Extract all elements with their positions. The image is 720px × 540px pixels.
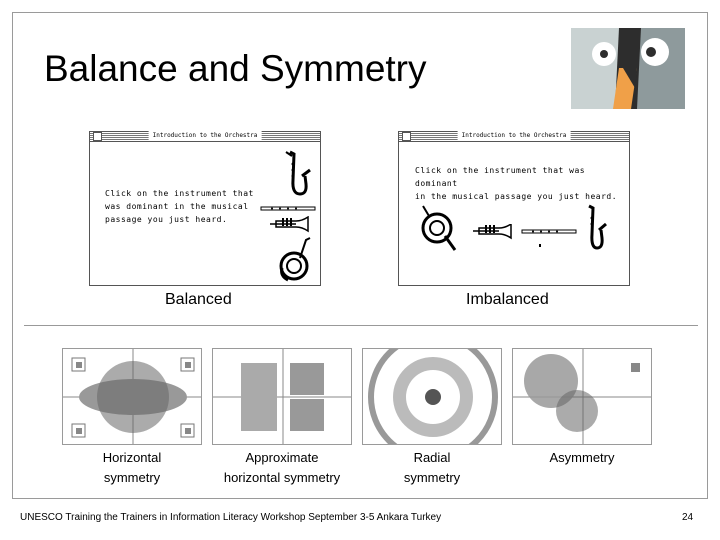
slide-title: Balance and Symmetry bbox=[44, 48, 427, 89]
panel-label-line: symmetry bbox=[403, 470, 461, 485]
window-close-box[interactable] bbox=[402, 132, 411, 141]
flute-icon[interactable] bbox=[521, 227, 577, 235]
panel-label: Approximate horizontal symmetry bbox=[207, 448, 357, 488]
flute-icon[interactable] bbox=[260, 204, 316, 212]
instruction-line: in the musical passage you just heard. bbox=[415, 192, 618, 201]
panel-label-line: Radial bbox=[413, 450, 451, 465]
panel-label-line: symmetry bbox=[103, 470, 161, 485]
trumpet-icon[interactable] bbox=[471, 224, 513, 240]
approximate-symmetry-panel bbox=[212, 348, 352, 445]
instruction-line: Click on the instrument that was dominan… bbox=[415, 166, 586, 188]
instruction-line: was dominant in the musical bbox=[105, 202, 249, 211]
window-titlebar: Introduction to the Orchestra bbox=[90, 131, 320, 142]
instruction-text: Click on the instrument that was dominan… bbox=[105, 187, 254, 226]
panel-label-line: Approximate bbox=[245, 450, 319, 465]
window-title: Introduction to the Orchestra bbox=[457, 131, 571, 140]
approximate-symmetry-illustration bbox=[213, 349, 351, 444]
page-number: 24 bbox=[682, 512, 694, 523]
trumpet-icon[interactable] bbox=[268, 216, 310, 234]
small-mark bbox=[539, 244, 541, 247]
panel-label: Asymmetry bbox=[512, 448, 652, 468]
imbalanced-example-window: Introduction to the Orchestra Click on t… bbox=[398, 131, 630, 286]
instruction-text: Click on the instrument that was dominan… bbox=[415, 164, 629, 203]
panel-label-line: Asymmetry bbox=[549, 450, 615, 465]
horizontal-symmetry-illustration bbox=[63, 349, 201, 444]
divider-line bbox=[24, 325, 698, 326]
panel-label-line: horizontal symmetry bbox=[223, 470, 341, 485]
horizontal-symmetry-panel bbox=[62, 348, 202, 445]
instruction-line: Click on the instrument that bbox=[105, 189, 254, 198]
owl-logo-icon bbox=[571, 28, 685, 109]
saxophone-icon[interactable] bbox=[579, 204, 607, 256]
radial-symmetry-panel bbox=[362, 348, 502, 445]
asymmetry-illustration bbox=[513, 349, 651, 444]
imbalanced-caption: Imbalanced bbox=[466, 291, 549, 308]
instruction-line: passage you just heard. bbox=[105, 215, 228, 224]
panel-label-line: Horizontal bbox=[102, 450, 162, 465]
slide-frame bbox=[12, 12, 708, 499]
window-close-box[interactable] bbox=[93, 132, 102, 141]
balanced-caption: Balanced bbox=[165, 291, 232, 308]
window-titlebar: Introduction to the Orchestra bbox=[399, 131, 629, 142]
panel-label: Radial symmetry bbox=[362, 448, 502, 488]
window-title: Introduction to the Orchestra bbox=[148, 131, 262, 140]
balanced-example-window: Introduction to the Orchestra Click on t… bbox=[89, 131, 321, 286]
slide-footer: UNESCO Training the Trainers in Informat… bbox=[20, 512, 442, 523]
saxophone-icon[interactable] bbox=[276, 150, 312, 202]
french-horn-icon[interactable] bbox=[278, 236, 314, 284]
radial-symmetry-illustration bbox=[368, 349, 498, 444]
asymmetry-panel bbox=[512, 348, 652, 445]
french-horn-icon[interactable] bbox=[419, 204, 459, 252]
panel-label: Horizontal symmetry bbox=[62, 448, 202, 488]
